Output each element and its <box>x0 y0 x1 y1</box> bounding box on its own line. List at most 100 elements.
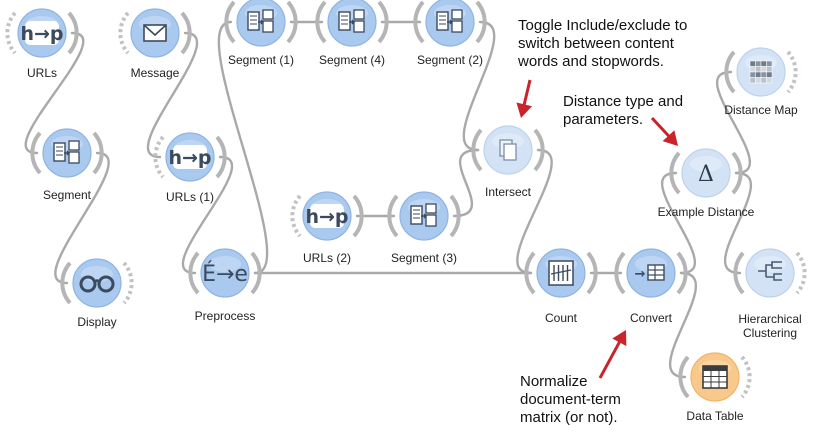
output-channel[interactable] <box>533 128 545 172</box>
node-body[interactable] <box>745 248 795 298</box>
input-channel[interactable] <box>524 251 536 295</box>
node-seg3[interactable]: Segment (3) <box>387 191 461 265</box>
node-body[interactable] <box>200 248 250 298</box>
node-message[interactable]: Message <box>118 8 192 80</box>
segment-icon <box>247 9 274 33</box>
link-seg3-intersect[interactable] <box>452 148 480 218</box>
node-count[interactable]: Count <box>524 248 598 325</box>
node-body[interactable] <box>72 258 122 308</box>
output-channel[interactable] <box>731 151 743 195</box>
node-seg4[interactable]: Segment (4) <box>315 0 389 67</box>
svg-text:→: → <box>635 267 646 282</box>
empty-output-channel <box>786 50 798 94</box>
node-label: Segment (4) <box>319 53 385 67</box>
input-channel[interactable] <box>413 0 425 44</box>
node-body[interactable] <box>681 148 731 198</box>
node-display[interactable]: Display <box>60 258 134 329</box>
link-intersect-count[interactable] <box>516 148 553 275</box>
http-icon: h→p <box>20 21 64 45</box>
link-urls-segment[interactable] <box>24 31 85 155</box>
node-label: URLs (1) <box>166 190 214 204</box>
link-segment-display[interactable] <box>54 151 110 285</box>
node-seg2[interactable]: Segment (2) <box>413 0 487 67</box>
node-segment[interactable]: Segment <box>30 128 104 202</box>
input-channel[interactable] <box>724 50 736 94</box>
output-channel[interactable] <box>676 251 688 295</box>
annotation-text: Distance type and <box>563 93 683 110</box>
output-channel[interactable] <box>215 135 227 179</box>
link-urls1-preprocess[interactable] <box>181 155 234 275</box>
output-channel[interactable] <box>586 251 598 295</box>
intersect-icon <box>499 139 517 161</box>
output-channel[interactable] <box>377 0 389 44</box>
link-exdist-hclust[interactable] <box>724 171 752 275</box>
delta-icon: Δ <box>698 162 714 187</box>
dendrogram-icon <box>758 261 782 281</box>
input-channel[interactable] <box>315 0 327 44</box>
segment-icon <box>436 9 463 33</box>
node-distmap[interactable]: Distance Map <box>724 47 798 117</box>
node-datatable[interactable]: Data Table <box>678 352 752 423</box>
output-channel[interactable] <box>250 251 262 295</box>
node-label: Segment (2) <box>417 53 483 67</box>
output-channel[interactable] <box>352 194 364 238</box>
node-label: Data Table <box>686 409 743 423</box>
node-exdist[interactable]: Δ Example Distance <box>658 148 755 219</box>
output-channel[interactable] <box>67 11 79 55</box>
input-channel[interactable] <box>188 251 200 295</box>
preprocess-icon: É→e <box>202 261 248 287</box>
node-convert[interactable]: → Convert <box>614 248 688 325</box>
input-channel[interactable] <box>669 151 681 195</box>
link-exdist-distmap[interactable] <box>715 70 752 175</box>
output-channel[interactable] <box>475 0 487 44</box>
node-label: Example Distance <box>658 205 755 219</box>
link-convert-datatable[interactable] <box>669 271 697 379</box>
link-preprocess-seg1[interactable] <box>217 20 269 275</box>
input-channel[interactable] <box>30 131 42 175</box>
output-channel[interactable] <box>449 194 461 238</box>
input-channel[interactable] <box>614 251 626 295</box>
output-channel[interactable] <box>286 0 298 44</box>
link-convert-exdist[interactable] <box>660 171 697 275</box>
output-channel[interactable] <box>92 131 104 175</box>
arrow-toggle <box>516 79 533 118</box>
input-channel[interactable] <box>471 128 483 172</box>
input-channel[interactable] <box>224 0 236 44</box>
node-seg1[interactable]: Segment (1) <box>224 0 298 67</box>
empty-output-channel <box>122 261 134 305</box>
input-channel[interactable] <box>387 194 399 238</box>
annotation-text: Normalize <box>520 373 588 390</box>
segment-icon <box>53 140 80 164</box>
segment-icon <box>338 9 365 33</box>
input-channel[interactable] <box>60 261 72 305</box>
node-intersect[interactable]: Intersect <box>471 125 545 199</box>
empty-input-channel <box>118 11 130 55</box>
node-label: Convert <box>630 311 673 325</box>
node-label: Clustering <box>743 326 797 340</box>
node-label: Segment (1) <box>228 53 294 67</box>
input-channel[interactable] <box>678 355 690 399</box>
empty-output-channel <box>795 251 807 295</box>
empty-input-channel <box>5 11 17 55</box>
table-icon <box>702 365 728 389</box>
output-channel[interactable] <box>180 11 192 55</box>
annotation-text: parameters. <box>563 111 643 128</box>
node-highlight <box>690 156 722 172</box>
link-message-urls1[interactable] <box>146 31 199 159</box>
distance-map-icon <box>749 60 773 84</box>
empty-input-channel <box>290 194 302 238</box>
link-seg2-intersect[interactable] <box>462 20 496 152</box>
input-channel[interactable] <box>733 251 745 295</box>
arrow-normalize <box>598 330 627 379</box>
